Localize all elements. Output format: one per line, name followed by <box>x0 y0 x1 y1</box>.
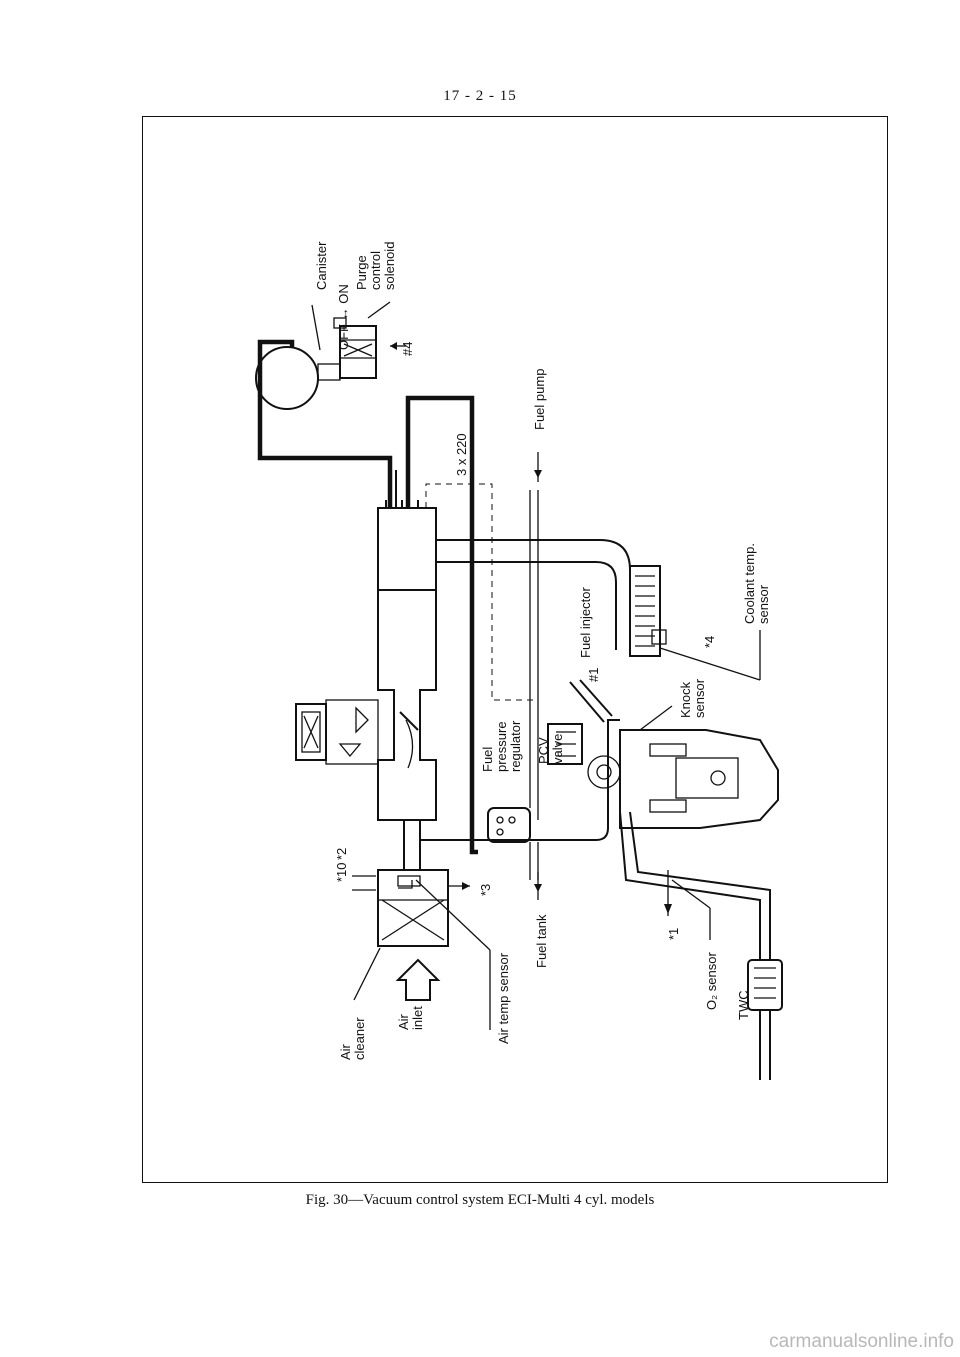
label-air-inlet-1: Air <box>396 1013 411 1030</box>
dashed-hose <box>425 483 538 701</box>
leader-lines <box>311 301 761 1030</box>
label-air-temp-sensor: Air temp sensor <box>496 952 511 1044</box>
label-air-cleaner-2: cleaner <box>352 1017 367 1060</box>
label-fuel-injector: Fuel injector <box>578 587 593 658</box>
figure-caption: Fig. 30—Vacuum control system ECI-Multi … <box>305 1192 655 1208</box>
fuel-lines <box>529 452 542 900</box>
page-number: 17 - 2 - 15 <box>443 88 517 104</box>
fuel-injector <box>569 679 613 723</box>
intake-plenum <box>377 500 631 821</box>
radiator <box>629 565 667 657</box>
label-coolant-temp: Coolant temp. <box>742 543 757 624</box>
label-ref-hash1: #1 <box>586 668 601 682</box>
label-hose-size: 3 x 220 <box>454 433 469 476</box>
figure-frame <box>142 116 888 1183</box>
label-knock: Knock <box>678 681 693 718</box>
label-air-cleaner-1: Air <box>338 1043 353 1060</box>
label-pcv: PCV <box>536 737 551 764</box>
label-valve: valve <box>550 734 565 764</box>
label-ref-1: *1 <box>666 928 681 940</box>
canister <box>255 346 341 410</box>
label-twc: TWC <box>736 990 751 1020</box>
label-ref-3: *3 <box>478 884 493 896</box>
intake-runner <box>419 719 620 841</box>
label-control: control <box>368 251 383 290</box>
label-coolant-sensor: sensor <box>756 584 771 624</box>
exhaust <box>619 811 783 1080</box>
vacuum-hoses <box>257 339 478 855</box>
pcv-valve <box>547 723 583 765</box>
label-knock-sensor: sensor <box>692 678 707 718</box>
engine-block <box>587 729 779 829</box>
purge-control-solenoid <box>333 317 406 379</box>
label-ref-2: *2 <box>334 848 349 860</box>
label-ref-star4: *4 <box>702 636 717 648</box>
watermark: carmanualsonline.info <box>769 1331 954 1352</box>
label-off-on: OFF ↔ ON <box>336 284 351 350</box>
throttle-body <box>295 699 419 769</box>
label-pressure: pressure <box>494 721 509 772</box>
label-canister: Canister <box>314 241 329 290</box>
label-air-inlet-2: inlet <box>410 1006 425 1030</box>
label-solenoid: solenoid <box>382 242 397 290</box>
label-ref-10: *10 <box>334 862 349 882</box>
air-inlet-arrow <box>395 958 441 1001</box>
label-o2-sensor: O₂ sensor <box>704 952 719 1010</box>
label-regulator: regulator <box>508 720 523 772</box>
label-purge: Purge <box>354 255 369 290</box>
label-ref-hash4: #4 <box>400 342 415 356</box>
fuel-pressure-regulator <box>487 807 531 843</box>
label-fuel-pump: Fuel pump <box>532 369 547 430</box>
label-fuel: Fuel <box>480 747 495 772</box>
air-cleaner <box>377 820 449 947</box>
label-fuel-tank: Fuel tank <box>534 914 549 968</box>
